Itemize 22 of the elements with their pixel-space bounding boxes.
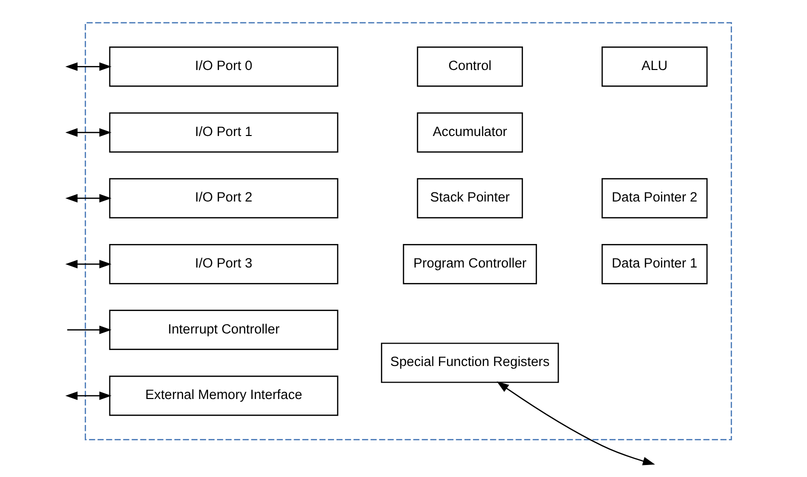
cluster bbox=[84, 22, 732, 440]
node-box: Stack Pointer bbox=[416, 178, 523, 218]
node-box: I/O Port 3 bbox=[109, 244, 338, 284]
arrow bbox=[65, 194, 112, 203]
node-box: Accumulator bbox=[416, 112, 523, 153]
arrow bbox=[67, 326, 112, 334]
node-box: I/O Port 1 bbox=[109, 112, 338, 153]
node-box: External Memory Interface bbox=[109, 376, 338, 416]
node-box: I/O Port 2 bbox=[109, 178, 338, 218]
arrow bbox=[496, 381, 656, 466]
arrow bbox=[65, 128, 112, 137]
arrow bbox=[65, 260, 112, 268]
node-box: Control bbox=[416, 46, 523, 87]
arrow bbox=[65, 62, 112, 71]
node-box: Interrupt Controller bbox=[109, 310, 338, 350]
node-box: ALU bbox=[602, 46, 708, 87]
arrow bbox=[65, 391, 112, 400]
node-box: Data Pointer 2 bbox=[602, 178, 708, 218]
node-box: Program Controller bbox=[402, 244, 537, 284]
node-box: I/O Port 0 bbox=[109, 46, 338, 87]
node-box: Data Pointer 1 bbox=[602, 244, 708, 284]
node-box: Special Function Registers bbox=[380, 342, 559, 383]
